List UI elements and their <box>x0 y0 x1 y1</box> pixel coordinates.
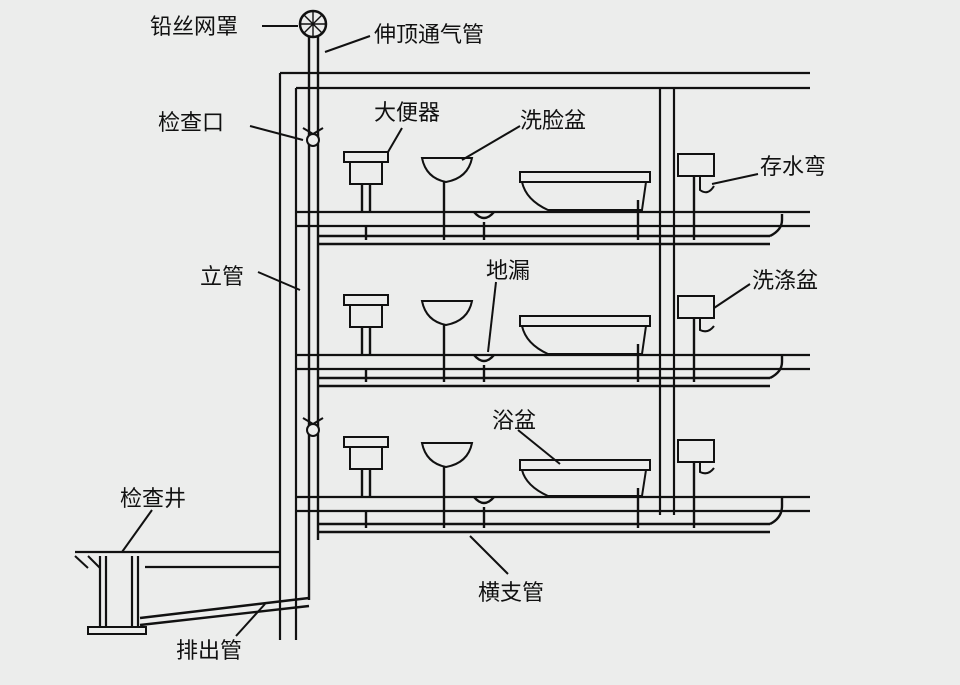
branch-pipe-label: 横支管 <box>478 581 544 606</box>
stack-label: 立管 <box>200 265 244 290</box>
wire-mesh-cap-label: 铅丝网罩 <box>150 15 238 40</box>
drain-pipe <box>139 596 310 627</box>
cleanout-fitting <box>302 127 324 437</box>
floor-drain-label: 地漏 <box>486 259 530 284</box>
fixtures-floor-1 <box>343 151 715 240</box>
washbasin-label: 洗脸盆 <box>520 109 586 134</box>
toilet-label: 大便器 <box>374 101 440 126</box>
building-structure <box>74 71 810 640</box>
fixtures-floor-3 <box>343 436 715 528</box>
sink-label: 洗涤盆 <box>752 269 818 294</box>
labels: 铅丝网罩 伸顶通气管 检查口 大便器 洗脸盆 存水弯 立管 地漏 洗涤盆 浴盆 … <box>120 15 826 664</box>
bathtub-label: 浴盆 <box>492 409 536 434</box>
cleanout-label: 检查口 <box>158 111 224 136</box>
drain-pipe-label: 排出管 <box>176 639 242 664</box>
inspection-well <box>87 556 147 635</box>
leader-lines <box>121 25 759 637</box>
trap-label: 存水弯 <box>760 155 826 180</box>
vent-stack-label: 伸顶通气管 <box>374 23 484 48</box>
inspection-well-label: 检查井 <box>120 487 186 512</box>
fixtures-floor-2 <box>343 294 715 382</box>
